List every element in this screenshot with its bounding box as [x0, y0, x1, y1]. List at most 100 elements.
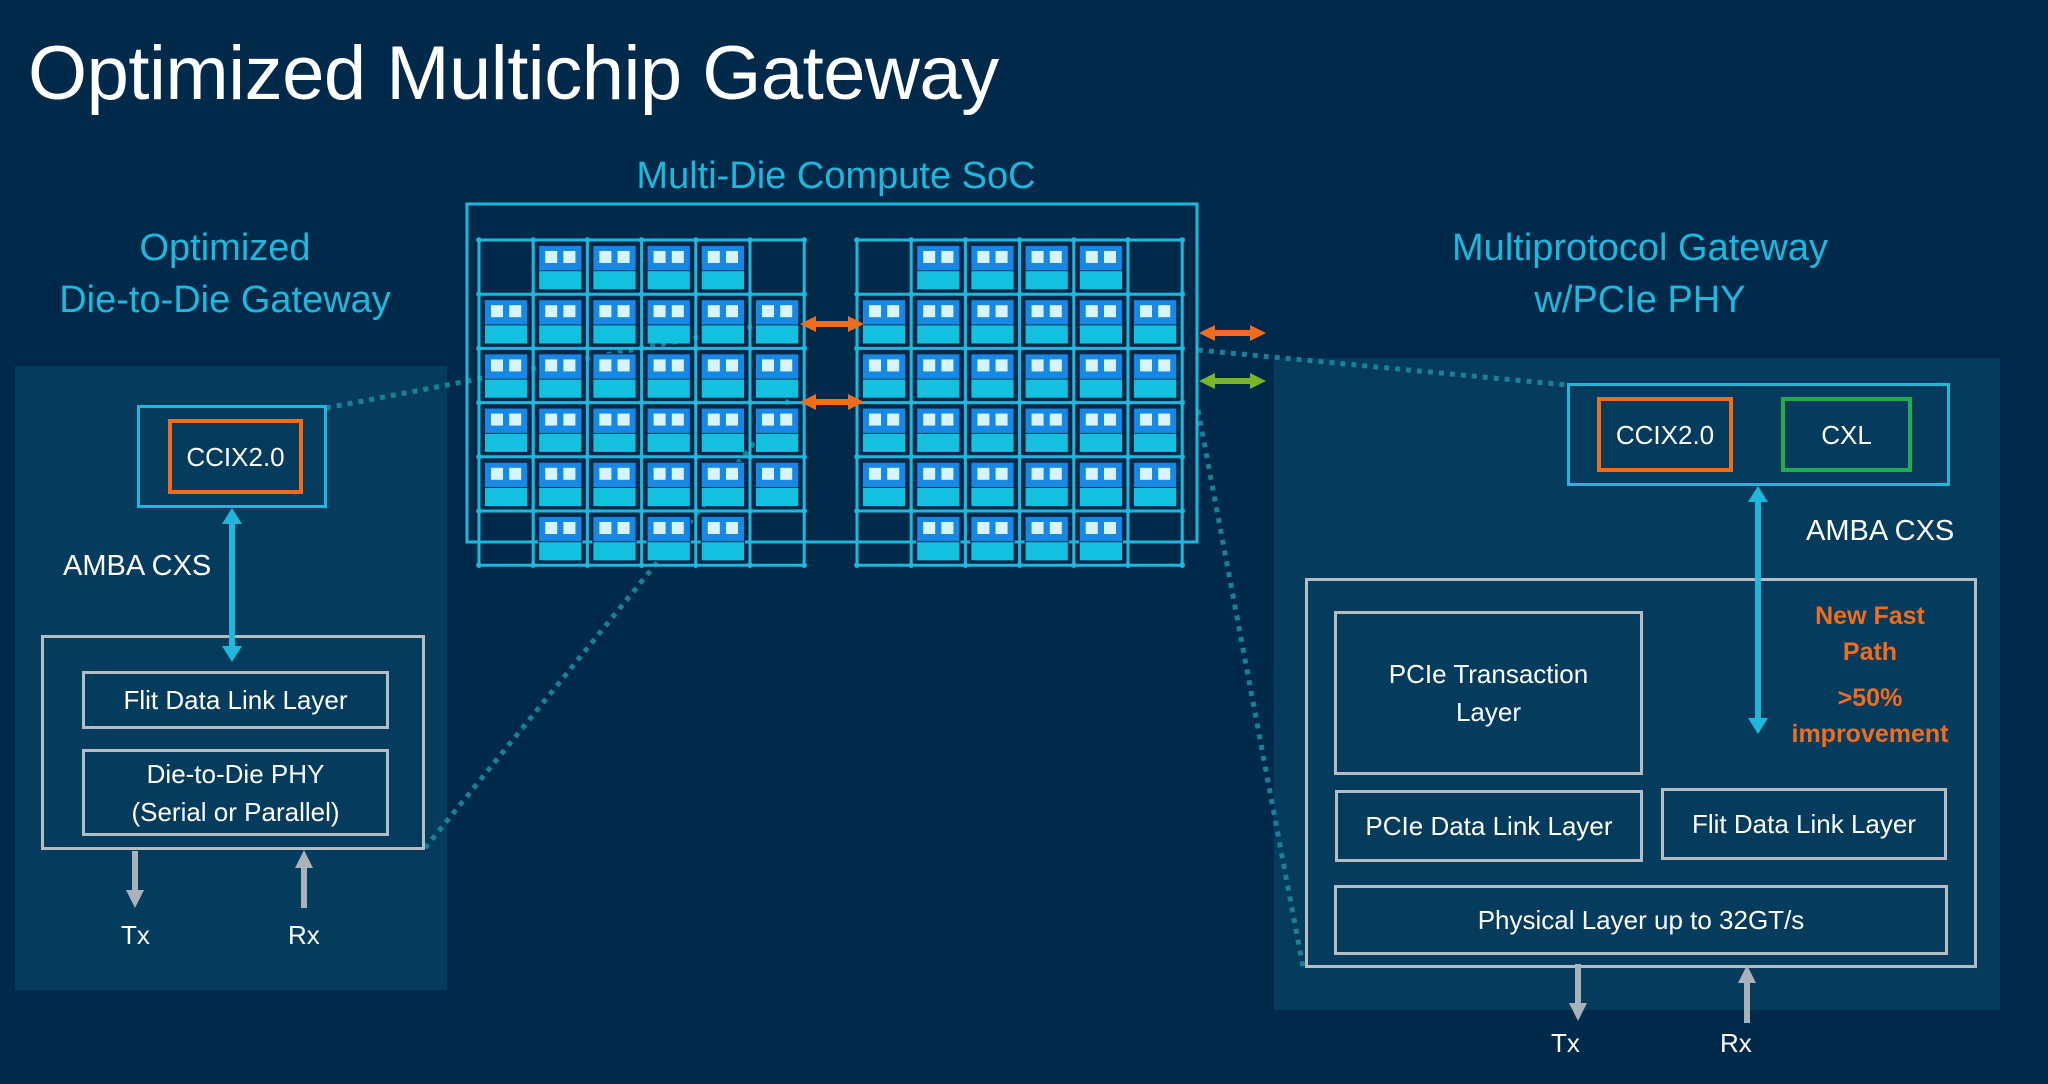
core-window [762, 359, 774, 372]
compute-core [1133, 407, 1178, 452]
core-window [545, 251, 558, 263]
die-grid-node [854, 345, 860, 352]
core-window [599, 251, 612, 263]
right-cxl-box[interactable]: CXL [1781, 397, 1912, 472]
left-flit-dll-box[interactable]: Flit Data Link Layer [82, 671, 389, 729]
right-phy-stack [1305, 578, 1977, 968]
die-grid-node [584, 237, 591, 243]
core-window [617, 522, 630, 534]
die-grid-node [476, 454, 482, 460]
die-grid-node [530, 345, 536, 352]
core-window [707, 413, 720, 426]
die-grid-node [908, 562, 914, 568]
die-grid-node [747, 237, 753, 243]
die-grid-node [584, 399, 591, 406]
right-pcie-dll-box[interactable]: PCIe Data Link Layer [1335, 790, 1643, 862]
right-flit-dll-box[interactable]: Flit Data Link Layer [1661, 788, 1947, 860]
core-window [545, 522, 558, 534]
core-window [545, 359, 558, 372]
left-tx-label: Tx [121, 920, 150, 950]
die-left [476, 237, 807, 568]
core-window [707, 522, 720, 534]
left-ccix-box[interactable]: CCIX2.0 [168, 419, 303, 494]
die-grid-node [1179, 345, 1185, 352]
die-grid-node [530, 237, 536, 243]
die-grid-node [747, 562, 753, 568]
die-grid-node [693, 454, 699, 460]
die-grid-node [476, 345, 482, 352]
core-window [780, 467, 793, 480]
die-grid-node [1016, 508, 1023, 514]
compute-core [646, 299, 691, 344]
die-grid-node [1016, 562, 1023, 568]
left-d2d-phy-label-line1: Die-to-Die PHY [146, 758, 325, 789]
core-window [545, 413, 558, 426]
die-grid-node [530, 454, 536, 460]
core-window [977, 522, 990, 534]
core-window [1158, 359, 1171, 372]
compute-core [700, 407, 745, 452]
right-cxl-label: CXL [1821, 419, 1872, 450]
left-gateway-heading: Optimized Die-to-Die Gateway [20, 222, 430, 326]
compute-core [538, 299, 583, 344]
die-grid-node [1071, 399, 1077, 406]
core-window [1085, 522, 1098, 534]
right-ccix-box[interactable]: CCIX2.0 [1597, 397, 1733, 472]
core-window [887, 305, 900, 318]
die-right [854, 237, 1185, 568]
core-window [545, 305, 558, 318]
die-grid-node [908, 291, 914, 298]
die-grid-node [476, 399, 482, 406]
die-grid-node [476, 508, 482, 514]
die-grid-node [638, 562, 645, 568]
die-grid-node [908, 454, 914, 460]
core-window [726, 359, 738, 372]
pcie-dll-label: PCIe Data Link Layer [1365, 811, 1613, 841]
die-grid-node [584, 508, 591, 514]
die-grid-node [1125, 562, 1131, 568]
core-window [1104, 251, 1116, 263]
compute-core [1078, 245, 1123, 290]
compute-core [916, 245, 961, 290]
core-window [1085, 251, 1098, 263]
die-grid-node [747, 454, 753, 460]
core-window [671, 522, 684, 534]
compute-core [592, 245, 637, 290]
page-title: Optimized Multichip Gateway [28, 31, 999, 116]
core-window [1104, 522, 1116, 534]
core-window [707, 251, 720, 263]
core-window [1085, 305, 1098, 318]
core-window [707, 359, 720, 372]
die-grid-node [1071, 291, 1077, 298]
die-grid-node [476, 562, 482, 568]
die-grid-node [801, 345, 807, 352]
compute-core [1133, 461, 1178, 507]
right-ccix-label: CCIX2.0 [1615, 419, 1715, 450]
right-physical-layer-box[interactable]: Physical Layer up to 32GT/s [1334, 885, 1948, 955]
core-window [923, 467, 936, 480]
die-grid-node [693, 508, 699, 514]
die-grid-node [962, 508, 969, 514]
die-grid-node [962, 291, 969, 298]
die-grid-node [962, 345, 969, 352]
compute-core [592, 353, 637, 398]
die-grid-node [801, 562, 807, 568]
core-window [545, 467, 558, 480]
compute-core [1024, 245, 1069, 290]
compute-core [916, 299, 961, 344]
core-window [1104, 359, 1116, 372]
core-window [995, 467, 1008, 480]
left-d2d-phy-box[interactable]: Die-to-Die PHY (Serial or Parallel) [82, 749, 389, 836]
improvement-line1: >50% [1837, 684, 1903, 712]
core-window [941, 359, 954, 372]
left-protocol-container [137, 405, 327, 508]
core-window [599, 359, 612, 372]
core-window [671, 359, 684, 372]
core-window [599, 467, 612, 480]
compute-core [970, 516, 1015, 561]
right-pcie-transaction-box[interactable]: PCIe Transaction Layer [1334, 611, 1643, 775]
compute-core [970, 353, 1015, 398]
core-window [887, 467, 900, 480]
fast-path-line1: New Fast [1815, 602, 1925, 630]
